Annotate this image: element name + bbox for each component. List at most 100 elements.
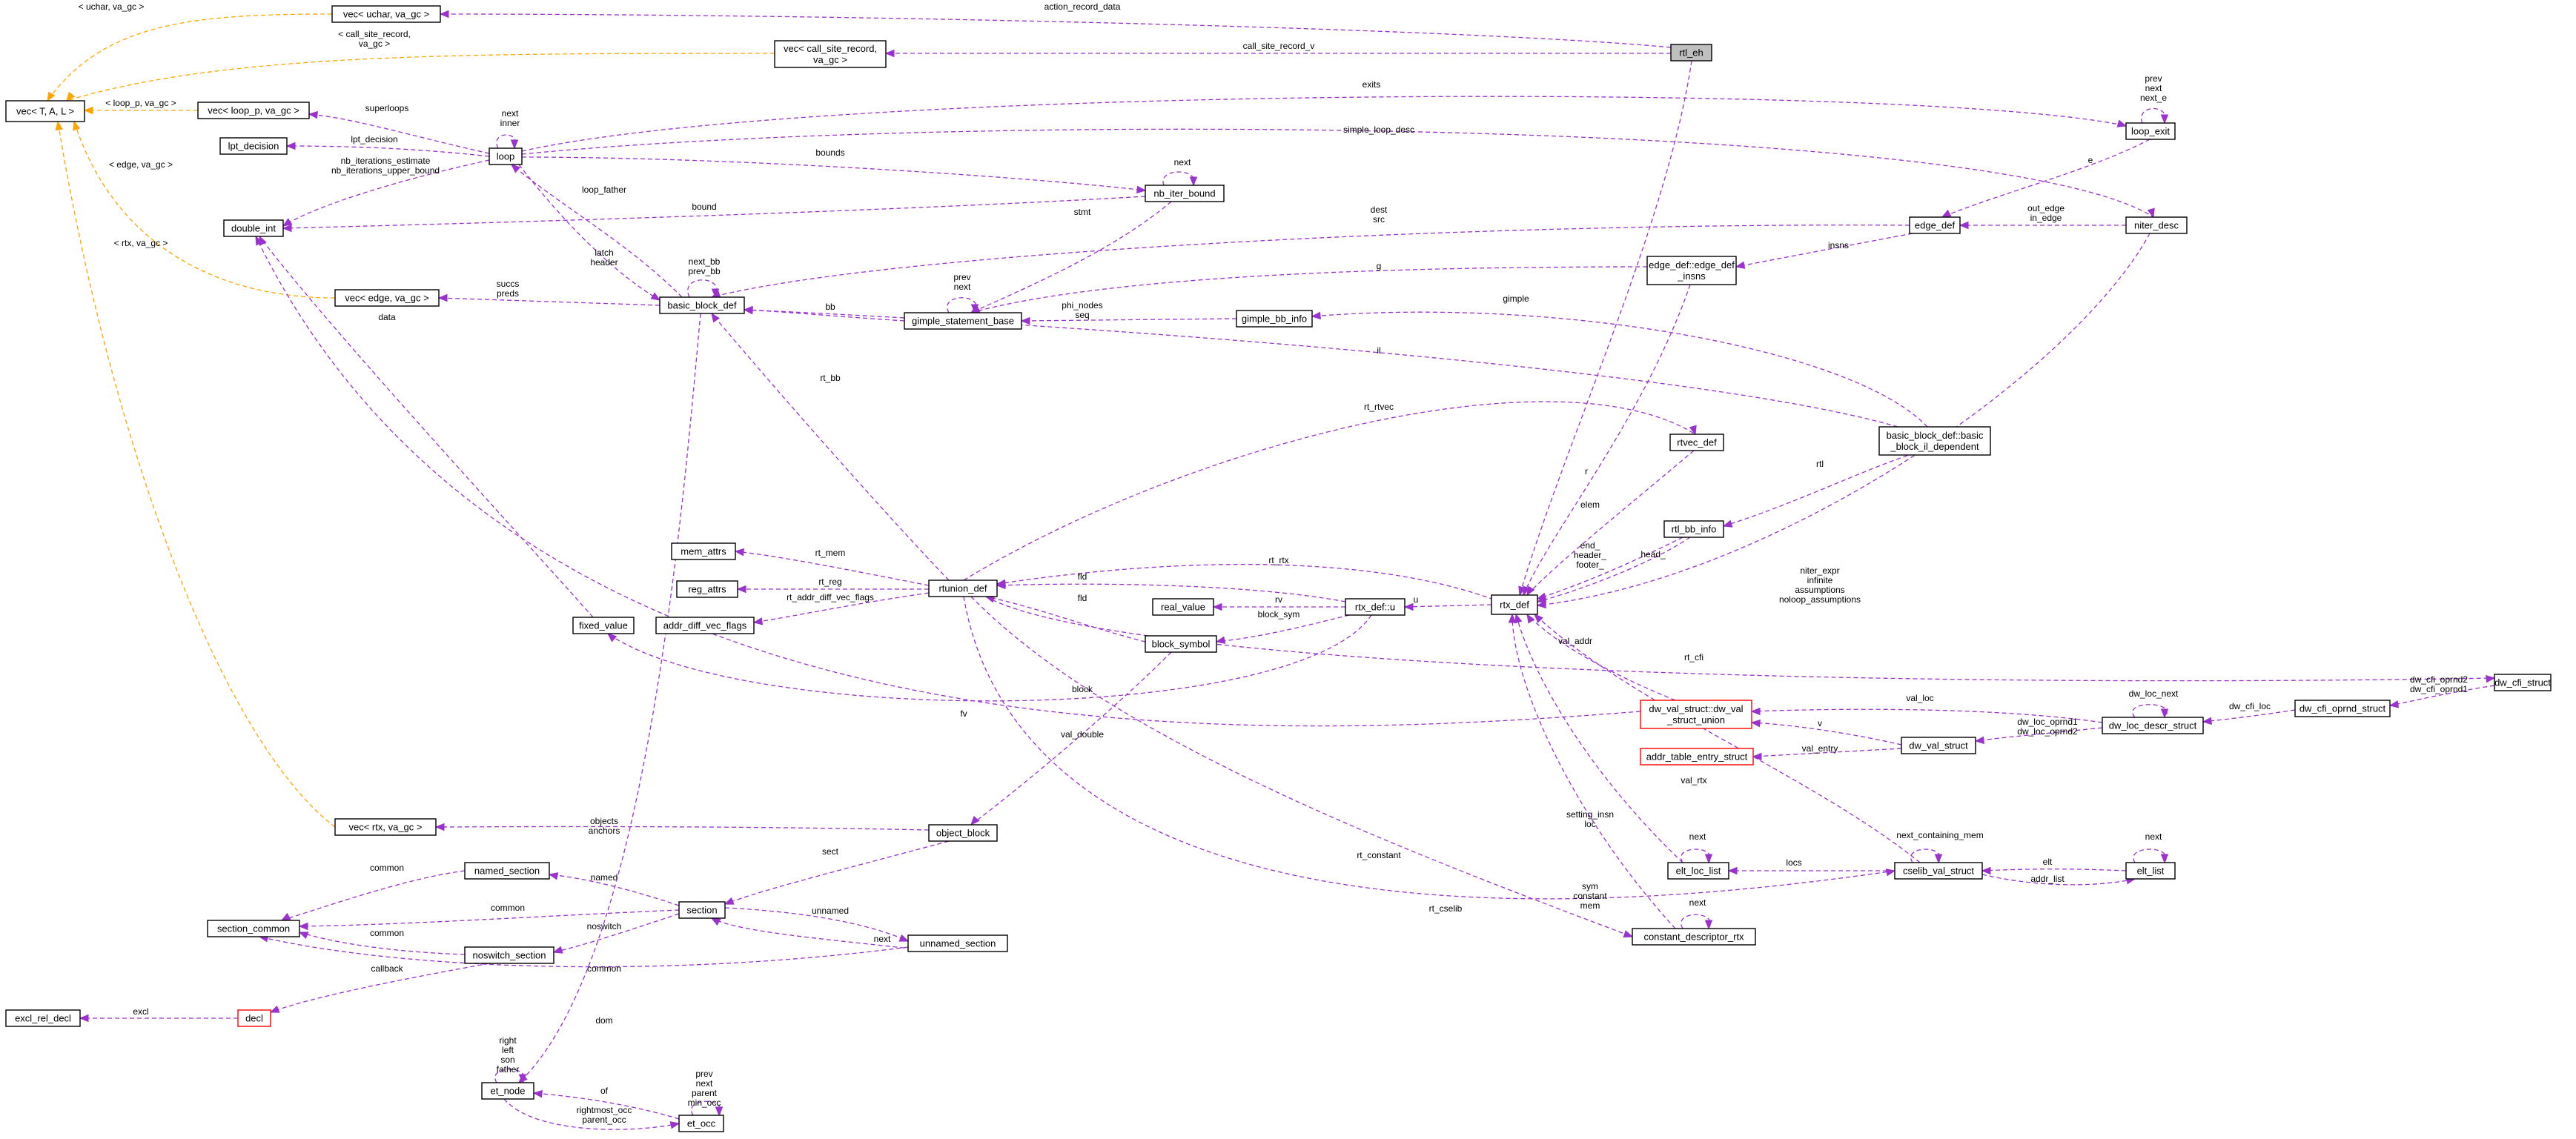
arrowhead: [743, 306, 753, 315]
node-rtl-eh[interactable]: rtl_eh: [1670, 44, 1712, 62]
edge-label-line: dw_loc_oprnd1: [2017, 717, 2078, 727]
node-block-symbol[interactable]: block_symbol: [1145, 635, 1217, 653]
node-niter-desc[interactable]: niter_desc: [2125, 216, 2188, 234]
edge-label: val_rtx: [1681, 775, 1706, 786]
edge-label-line: min_occ: [688, 1098, 721, 1108]
edge-line: [1021, 318, 1237, 322]
node-bbil[interactable]: basic_block_def::basic_block_il_dependen…: [1878, 426, 1991, 456]
node-box: [481, 1082, 534, 1100]
node-vec-uchar[interactable]: vec< uchar, va_gc >: [331, 5, 441, 23]
node-rtvec-def[interactable]: rtvec_def: [1669, 434, 1724, 451]
edge-line: [259, 936, 909, 968]
arrowhead: [1959, 221, 1969, 230]
edge-label: il: [1377, 345, 1380, 356]
edge-label-line: lpt_decision: [351, 134, 397, 145]
arrowhead: [518, 1074, 527, 1084]
node-nb-iter-bound[interactable]: nb_iter_bound: [1145, 185, 1225, 202]
arrowhead: [650, 292, 661, 301]
edge-e-rtunion-reg: rt_reg: [736, 577, 929, 594]
node-unnamed[interactable]: unnamed_section: [907, 934, 1008, 952]
node-mem-attrs[interactable]: mem_attrs: [671, 542, 736, 560]
node-object-block[interactable]: object_block: [928, 824, 998, 842]
node-lpt-decision[interactable]: lpt_decision: [219, 137, 288, 155]
node-real-value[interactable]: real_value: [1152, 598, 1214, 616]
node-loop-exit[interactable]: loop_exit: [2125, 122, 2176, 140]
edge-label: rt_cselib: [1429, 903, 1463, 914]
node-dw-cfi[interactable]: dw_cfi_struct: [2494, 674, 2552, 691]
node-vec-csr[interactable]: vec< call_site_record,va_gc >: [774, 40, 887, 68]
node-vec-TAL[interactable]: vec< T, A, L >: [5, 100, 85, 122]
edge-label-line: < loop_p, va_gc >: [105, 98, 176, 108]
node-cselib[interactable]: cselib_val_struct: [1894, 862, 1983, 880]
edge-e-rtunion-cselib: rt_cselib: [963, 596, 1896, 914]
edge-label: common: [370, 928, 404, 938]
node-label: edge_def: [1915, 220, 1956, 231]
node-box: [1145, 185, 1225, 202]
node-dwvsu[interactable]: dw_val_struct::dw_val_struct_union: [1640, 700, 1752, 729]
node-double-int[interactable]: double_int: [223, 219, 284, 237]
node-gsb[interactable]: gimple_statement_base: [904, 312, 1022, 330]
node-named-section[interactable]: named_section: [464, 862, 550, 880]
node-rtunion[interactable]: rtunion_def: [928, 580, 998, 597]
edge-label-line: sym: [1582, 881, 1598, 891]
node-gbi[interactable]: gimple_bb_info: [1236, 310, 1313, 328]
node-label: rtx_def: [1500, 600, 1529, 611]
node-cdr[interactable]: constant_descriptor_rtx: [1632, 928, 1756, 946]
node-vec-rtx[interactable]: vec< rtx, va_gc >: [334, 818, 437, 836]
arrowhead: [1536, 600, 1546, 609]
node-elt-loc-list[interactable]: elt_loc_list: [1667, 862, 1729, 880]
arrowhead: [1311, 311, 1321, 320]
edge-label-line: preds: [497, 288, 519, 299]
node-et-node[interactable]: et_node: [481, 1082, 534, 1100]
node-box: [659, 296, 745, 314]
node-section-common[interactable]: section_common: [207, 920, 300, 937]
edge-e-rtunion-cdr: rt_constant: [970, 596, 1634, 938]
node-vec-edge[interactable]: vec< edge, va_gc >: [334, 289, 440, 307]
node-dw-val[interactable]: dw_val_struct: [1901, 737, 1976, 754]
edge-label-line: of: [600, 1086, 609, 1096]
edge-label: bound: [692, 202, 716, 212]
arrowhead: [282, 218, 293, 227]
edge-label-line: prev: [953, 272, 970, 282]
node-elt-list[interactable]: elt_list: [2125, 862, 2176, 880]
node-bbdef[interactable]: basic_block_def: [659, 296, 745, 314]
node-edge-insns[interactable]: edge_def::edge_def_insns: [1646, 256, 1737, 285]
edge-label-line: bb: [825, 302, 835, 312]
edge-line: [1681, 849, 1711, 863]
node-adf[interactable]: addr_diff_vec_flags: [655, 617, 755, 634]
edge-label: < uchar, va_gc >: [79, 1, 145, 12]
node-box: [2494, 674, 2552, 691]
arrowhead: [1981, 866, 1991, 875]
node-decl[interactable]: decl: [237, 1009, 271, 1027]
node-noswitch[interactable]: noswitch_section: [464, 946, 554, 964]
edge-label-line: dw_loc_next: [2129, 688, 2179, 699]
node-ates[interactable]: addr_table_entry_struct: [1640, 748, 1754, 766]
edge-label: end_header_footer_: [1574, 540, 1606, 570]
node-fixed-value[interactable]: fixed_value: [572, 617, 635, 634]
edge-e-rtunion-cfi: rt_cfi: [985, 596, 2496, 683]
arrowhead: [898, 934, 910, 942]
edge-label: dw_loc_next: [2129, 688, 2179, 699]
node-label: section: [686, 905, 717, 916]
node-dw-loc[interactable]: dw_loc_descr_struct: [2102, 717, 2204, 734]
node-loop[interactable]: loop: [489, 147, 523, 165]
arrowhead: [1403, 602, 1414, 611]
node-edge-def[interactable]: edge_def: [1909, 216, 1961, 234]
node-rtx-u[interactable]: rtx_def::u: [1345, 598, 1405, 616]
node-dw-cfi-opnd[interactable]: dw_cfi_oprnd_struct: [2294, 700, 2391, 717]
node-et-occ[interactable]: et_occ: [678, 1115, 724, 1132]
node-rtx-def[interactable]: rtx_def: [1491, 594, 1538, 615]
node-box: [1345, 598, 1405, 616]
node-box: [464, 946, 554, 964]
node-vec-loop[interactable]: vec< loop_p, va_gc >: [197, 102, 310, 119]
node-section[interactable]: section: [678, 901, 726, 919]
node-reg-attrs[interactable]: reg_attrs: [676, 580, 738, 598]
node-rtl-bb-info[interactable]: rtl_bb_info: [1663, 520, 1724, 538]
node-excl[interactable]: excl_rel_decl: [5, 1009, 81, 1027]
